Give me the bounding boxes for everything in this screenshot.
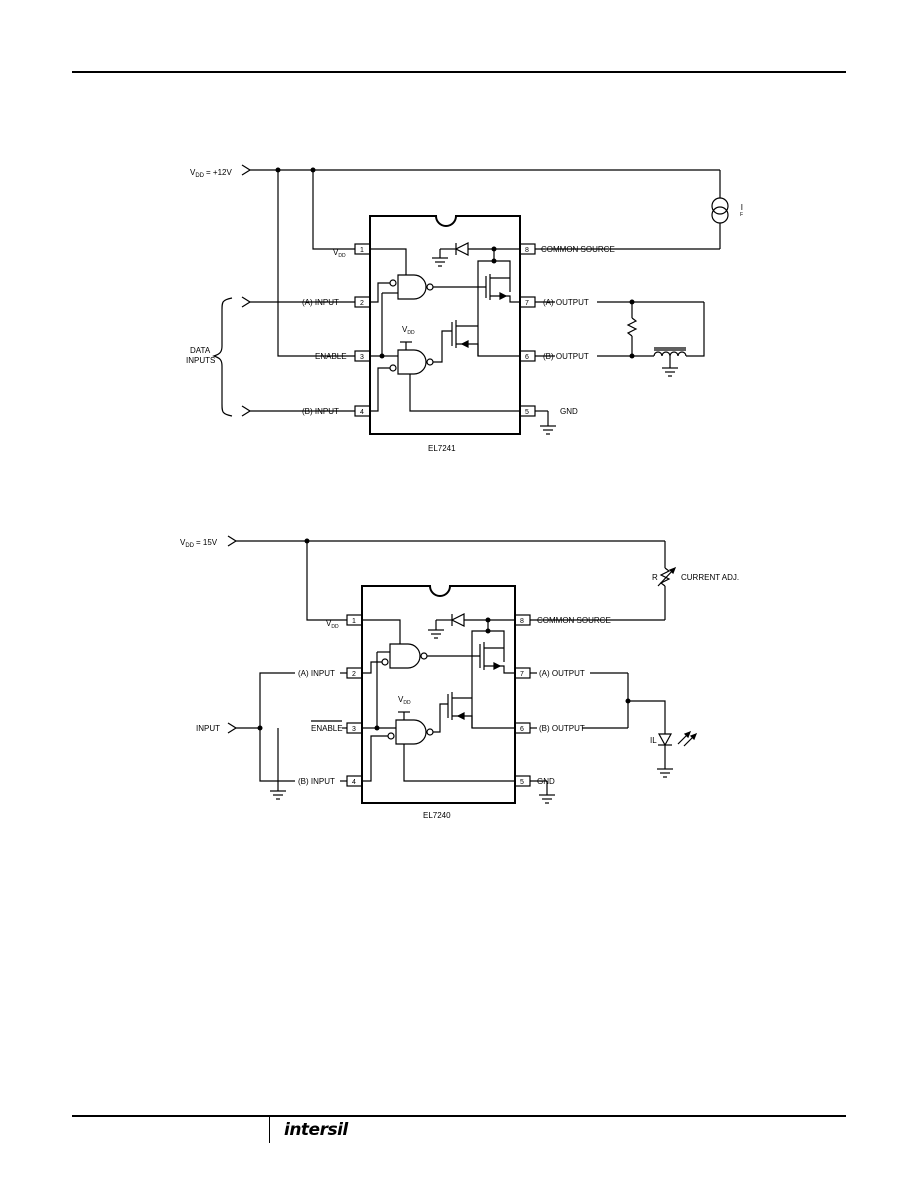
top-a-input-label: (A) INPUT [302, 298, 339, 307]
bottom-chip-vdd-label: VDD [326, 619, 339, 630]
bottom-b-input-label: (B) INPUT [298, 777, 335, 786]
bottom-supply-label: VDD= 15V [180, 538, 218, 549]
bottom-chip-body [361, 585, 516, 804]
top-gate-vdd-label: VDD [402, 325, 415, 336]
svg-text:8: 8 [520, 618, 524, 625]
top-chip-vdd-label: VDD [333, 248, 346, 259]
svg-text:5: 5 [525, 409, 529, 416]
bottom-input-label: INPUT [196, 724, 220, 733]
bottom-b-output-label: (B) OUTPUT [539, 724, 585, 733]
top-current-source-icon [711, 197, 729, 215]
top-diode [454, 242, 469, 256]
top-data-inputs-brace [212, 297, 233, 417]
top-chip-body [369, 215, 521, 435]
bottom-gate-vdd-label: VDD [398, 695, 411, 706]
svg-text:3: 3 [352, 726, 356, 733]
top-supply-label: VDD= +12V [190, 168, 232, 179]
top-gnd-label: GND [560, 407, 578, 416]
svg-text:4: 4 [360, 409, 364, 416]
top-resistor-icon [626, 317, 638, 337]
bottom-diode [450, 613, 465, 627]
svg-text:4: 4 [352, 779, 356, 786]
top-supply-arrow [241, 164, 252, 176]
top-data-label: DATA [190, 346, 211, 355]
top-inputs-label: INPUTS [186, 356, 215, 365]
svg-text:7: 7 [525, 300, 529, 307]
svg-text:7: 7 [520, 671, 524, 678]
top-inductor-icon [653, 351, 687, 357]
svg-text:6: 6 [520, 726, 524, 733]
top-a-output-label: (A) OUTPUT [543, 298, 589, 307]
bottom-gnd-label: GND [537, 777, 555, 786]
top-b-input-label: (B) INPUT [302, 407, 339, 416]
bottom-nand-a [389, 643, 421, 669]
svg-text:8: 8 [525, 247, 529, 254]
svg-text:6: 6 [525, 354, 529, 361]
top-common-source-label: COMMON SOURCE [541, 245, 615, 254]
top-circuit-diagram: VDD= +12V VDD ENABLE (A) INPUT (B) INPUT… [186, 164, 743, 453]
top-enable-label: ENABLE [315, 352, 347, 361]
top-nand-b [397, 349, 427, 375]
svg-text:2: 2 [352, 671, 356, 678]
bottom-circuit-diagram: VDD= 15V VDD R CURRENT ADJ. 1 2 3 4 8 7 … [180, 535, 739, 820]
top-a-input-arrow [241, 296, 252, 308]
bottom-rule [72, 1115, 846, 1117]
svg-text:1: 1 [360, 247, 364, 254]
bottom-a-input-label: (A) INPUT [298, 669, 335, 678]
bottom-input-arrow [227, 722, 238, 734]
svg-text:1: 1 [352, 618, 356, 625]
svg-text:3: 3 [360, 354, 364, 361]
top-part-number: EL7241 [428, 444, 456, 453]
svg-text:2: 2 [360, 300, 364, 307]
svg-text:5: 5 [520, 779, 524, 786]
top-rule [72, 71, 846, 73]
top-b-output-label: (B) OUTPUT [543, 352, 589, 361]
bottom-enable-label: ENABLE [311, 724, 343, 733]
bottom-common-source-label: COMMON SOURCE [537, 616, 611, 625]
bottom-resistor-icon [659, 567, 671, 587]
bottom-led-label: IL [650, 736, 657, 745]
bottom-supply-arrow [227, 535, 238, 547]
bottom-nand-b [395, 719, 427, 745]
bottom-led-icon [657, 733, 673, 747]
bottom-current-adj-label: CURRENT ADJ. [681, 573, 739, 582]
bottom-part-number: EL7240 [423, 811, 451, 820]
top-nand-a [397, 274, 427, 300]
bottom-a-output-label: (A) OUTPUT [539, 669, 585, 678]
intersil-logo: intersil [284, 1120, 348, 1140]
top-b-input-arrow [241, 405, 252, 417]
footer-divider [269, 1117, 270, 1143]
bottom-resistor-label: R [652, 573, 658, 582]
